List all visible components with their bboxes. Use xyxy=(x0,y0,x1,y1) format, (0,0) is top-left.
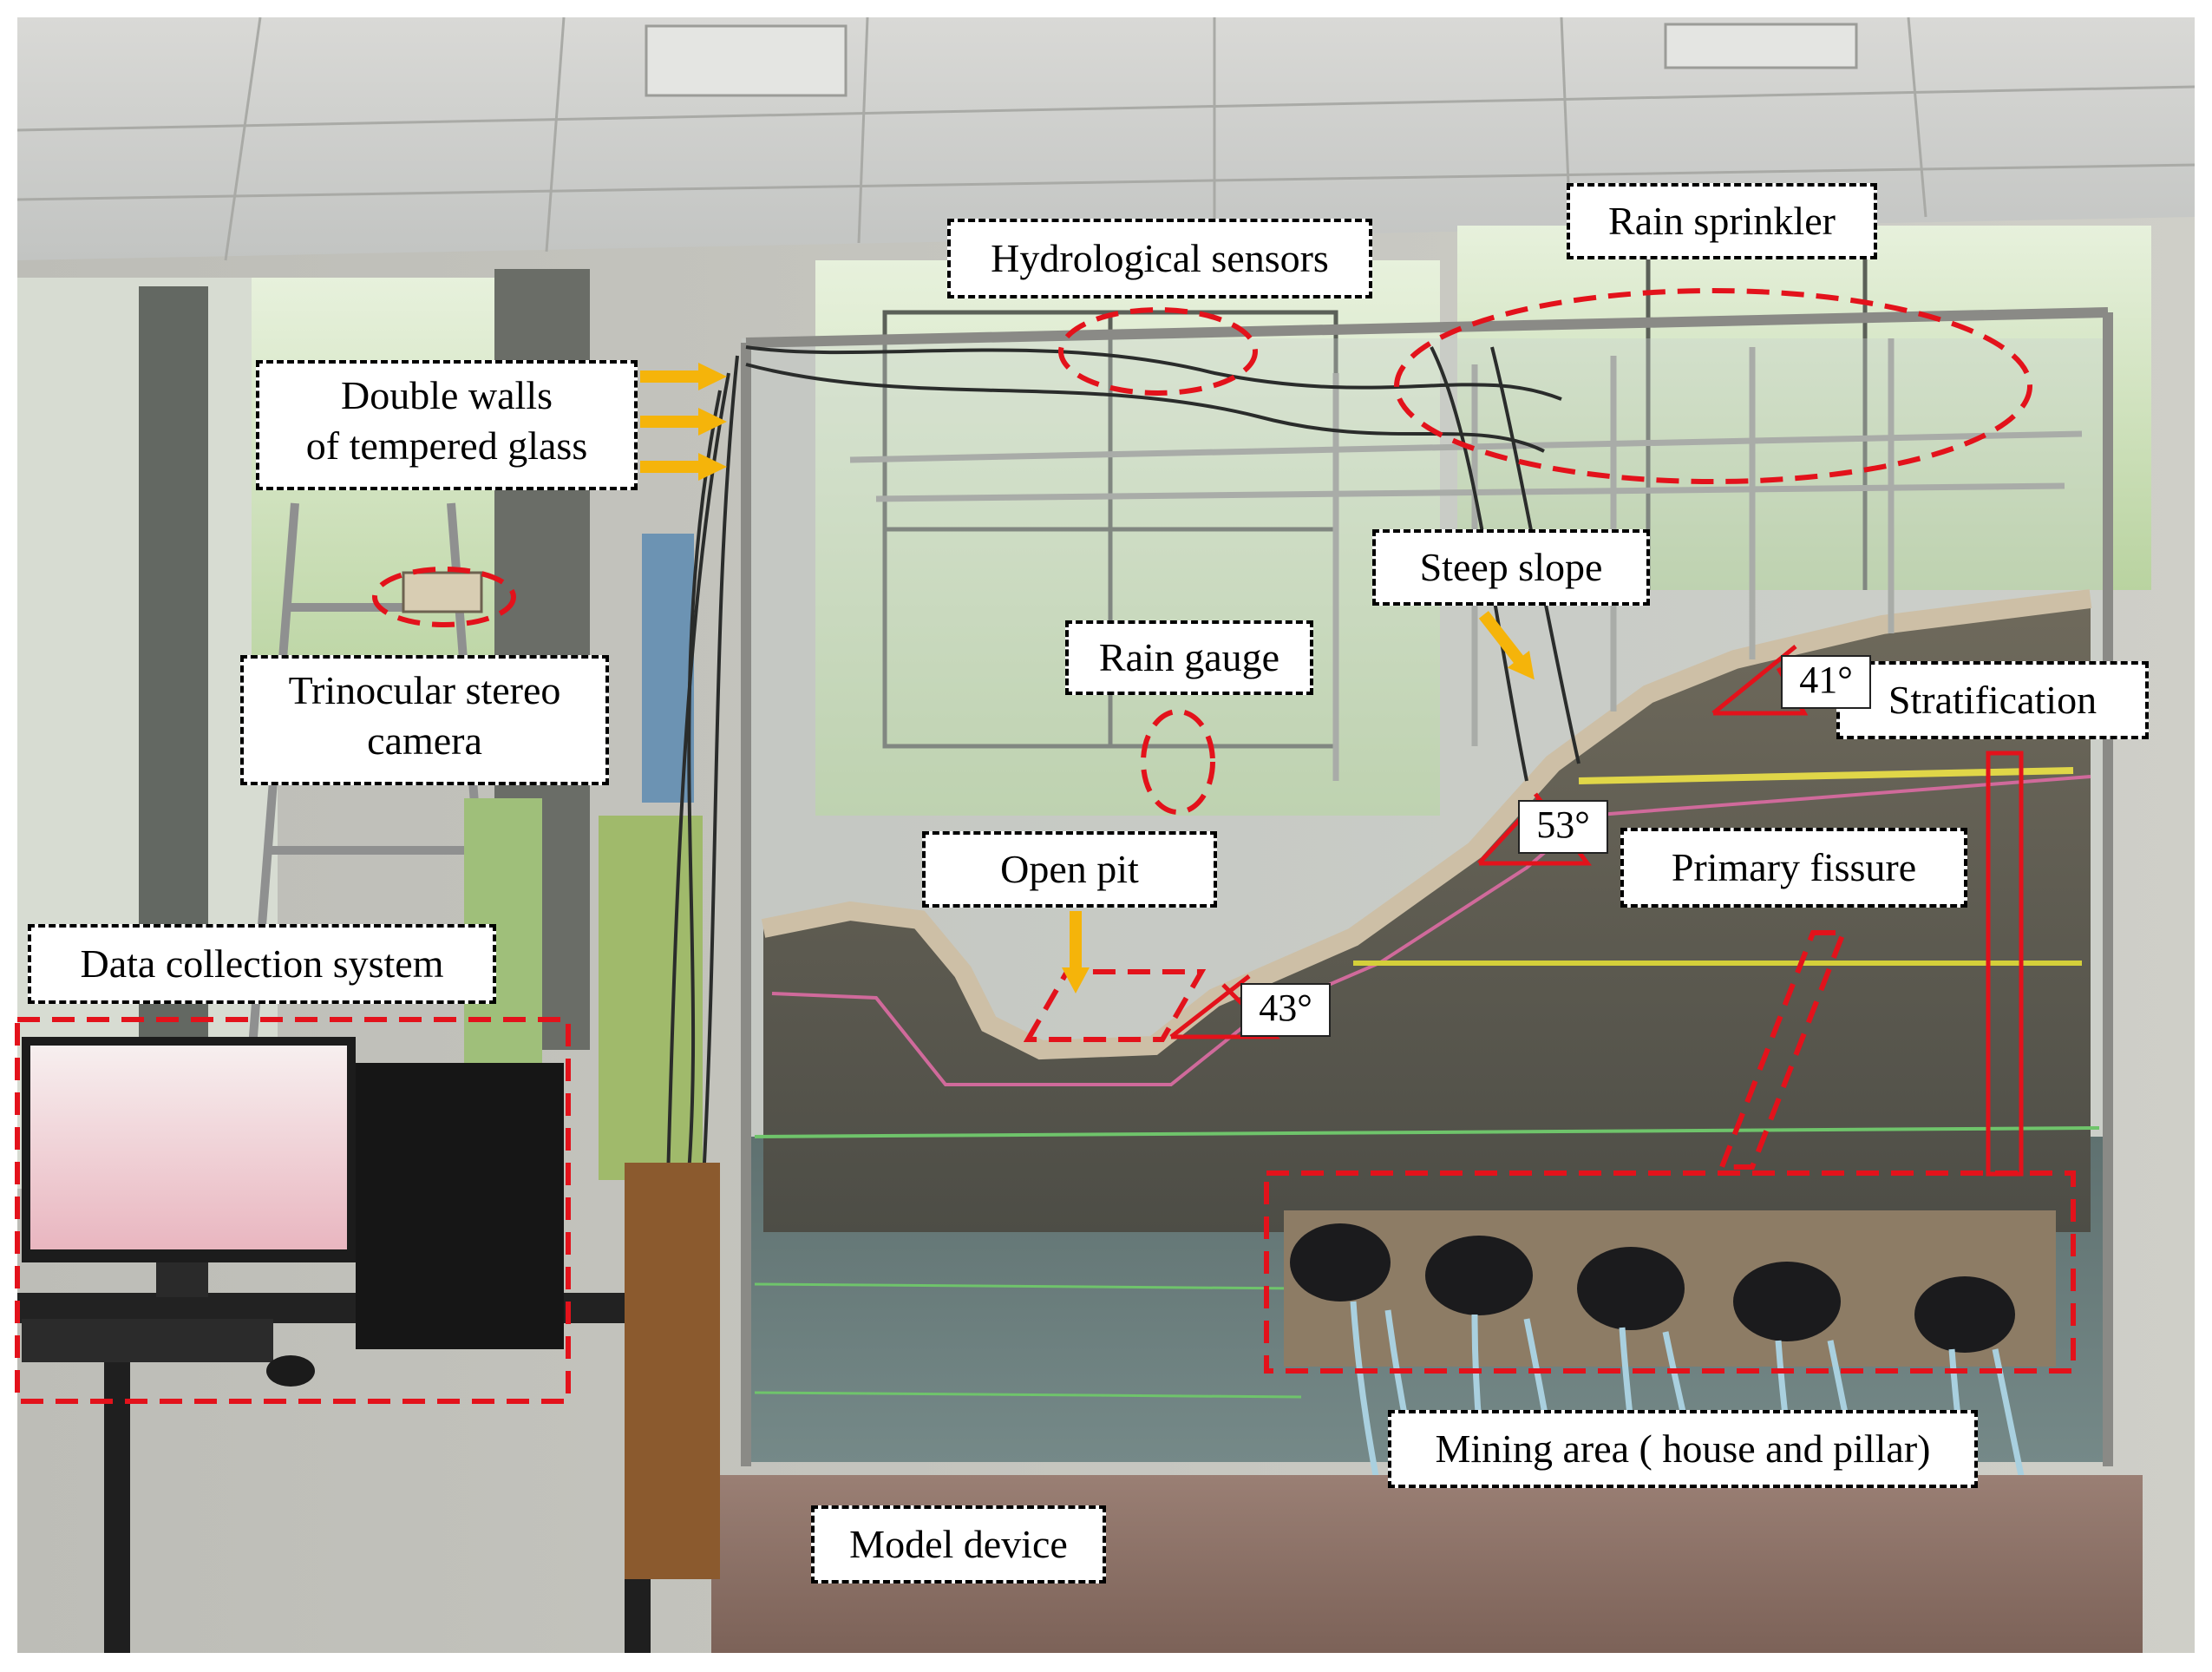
wall-poster xyxy=(642,534,694,803)
camera-ellipse xyxy=(372,567,516,627)
green-board-2 xyxy=(599,816,703,1180)
green-strata-line-2 xyxy=(754,1282,1302,1290)
green-strata-line-3 xyxy=(754,1391,1302,1399)
angle-43-ray xyxy=(1169,974,1251,1039)
label-trinocular-line2: camera xyxy=(367,718,482,763)
label-primary-fissure: Primary fissure xyxy=(1620,828,1967,908)
label-data-collection-system: Data collection system xyxy=(28,924,496,1004)
label-open-pit: Open pit xyxy=(922,831,1217,908)
tank-frame xyxy=(741,307,2113,1466)
ceiling-vent-right xyxy=(1664,23,1858,69)
orange-arrow-icon xyxy=(1062,911,1090,993)
angle-label-43: 43° xyxy=(1240,983,1331,1037)
data-collection-box xyxy=(15,1017,571,1404)
keyboard xyxy=(22,1319,273,1362)
desk-top xyxy=(17,1293,677,1323)
label-double-walls-line1: Double walls xyxy=(340,373,553,417)
dark-curtain-small xyxy=(139,286,208,1154)
mouse xyxy=(266,1355,315,1387)
hydrological-sensors-ellipse xyxy=(1058,307,1258,396)
label-trinocular-line1: Trinocular stereo xyxy=(288,668,561,712)
label-double-walls: Double walls of tempered glass xyxy=(256,360,638,490)
orange-arrow-icon xyxy=(640,453,727,481)
mining-pillars xyxy=(1290,1223,2015,1353)
label-rain-sprinkler: Rain sprinkler xyxy=(1567,183,1877,259)
label-stratification: Stratification xyxy=(1836,661,2149,739)
angle-label-53: 53° xyxy=(1518,800,1608,854)
left-window xyxy=(252,278,494,711)
yellow-strata-line-top xyxy=(1578,767,2074,784)
rain-gauge-ellipse xyxy=(1141,709,1215,815)
mining-area-box xyxy=(1264,1170,2076,1374)
ceiling-vent-left xyxy=(645,24,847,97)
monitor-stand xyxy=(156,1262,208,1297)
stereo-camera xyxy=(402,571,483,613)
label-trinocular-camera: Trinocular stereo camera xyxy=(240,655,609,785)
orange-arrow-icon xyxy=(640,408,727,436)
monitor-screen xyxy=(30,1046,347,1249)
orange-arrow-icon xyxy=(640,363,727,390)
label-hydrological-sensors: Hydrological sensors xyxy=(947,219,1372,298)
ceiling-grid xyxy=(16,16,2196,261)
computer-tower xyxy=(356,1063,564,1349)
stratification-bar xyxy=(1986,751,2024,1177)
soil-profile xyxy=(763,599,2091,1232)
desk-leg-left xyxy=(104,1323,130,1653)
label-double-walls-line2: of tempered glass xyxy=(305,423,588,468)
label-steep-slope: Steep slope xyxy=(1372,529,1650,606)
orange-arrow-icon xyxy=(1478,611,1535,680)
angle-label-41: 41° xyxy=(1781,655,1871,709)
surface-sand-layer xyxy=(761,589,2092,1060)
green-strata-line xyxy=(754,1126,2100,1138)
wooden-chair xyxy=(625,1163,720,1579)
label-model-device: Model device xyxy=(811,1505,1106,1583)
red-annotations xyxy=(15,288,2076,1404)
label-mining-area: Mining area ( house and pillar) xyxy=(1388,1410,1978,1488)
primary-fissure-marker xyxy=(1718,930,1848,1170)
rain-sprinkler-ellipse xyxy=(1394,288,2032,484)
label-rain-gauge: Rain gauge xyxy=(1065,620,1313,695)
orange-arrows xyxy=(640,363,1535,993)
open-pit-marker xyxy=(1023,969,1207,1042)
